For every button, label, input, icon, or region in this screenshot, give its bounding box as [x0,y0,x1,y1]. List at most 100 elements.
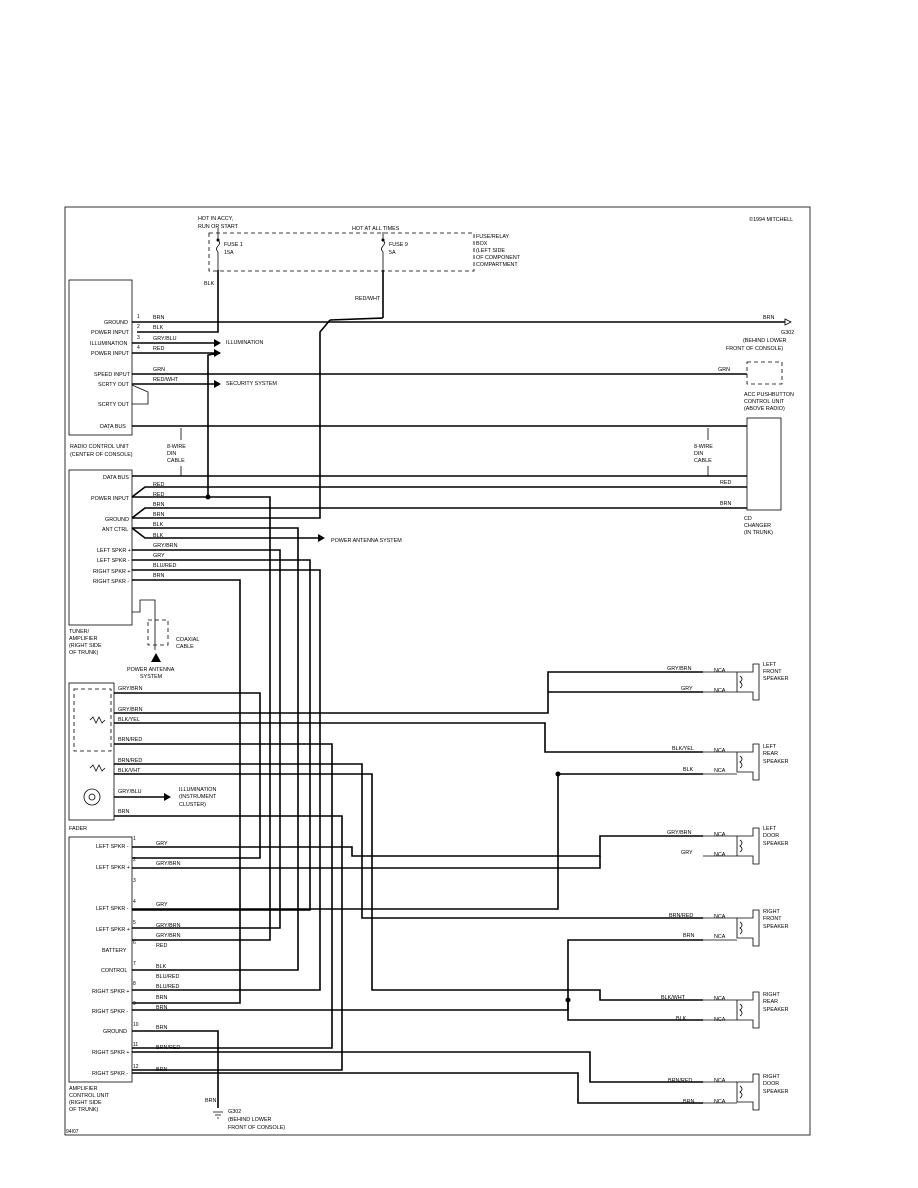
svg-text:RIGHT: RIGHT [763,909,780,915]
svg-text:GROUND: GROUND [104,320,128,326]
svg-text:BLK: BLK [204,281,215,287]
svg-text:AMPLIFIER: AMPLIFIER [69,1086,98,1092]
speaker-left-rear: LEFT REAR SPEAKER BLK/YEL BLK NCA NCA [672,743,789,781]
svg-text:BRN: BRN [153,512,164,518]
svg-text:ACC PUSHBUTTON: ACC PUSHBUTTON [744,392,794,398]
svg-text:3: 3 [137,335,140,341]
svg-text:BRN: BRN [683,933,694,939]
svg-text:RED: RED [720,480,731,486]
svg-text:BRN: BRN [153,315,164,321]
svg-text:GRY: GRY [681,686,693,692]
svg-text:RIGHT SPKR +: RIGHT SPKR + [92,989,130,995]
svg-text:11: 11 [133,1042,138,1048]
svg-text:3: 3 [133,878,136,884]
svg-text:NCA: NCA [714,934,726,940]
svg-text:8-WIRE: 8-WIRE [694,444,713,450]
svg-text:BLU/RED: BLU/RED [156,984,179,990]
svg-text:7: 7 [133,961,136,967]
svg-text:CONTROL UNIT: CONTROL UNIT [69,1093,110,1099]
svg-text:BLU/RED: BLU/RED [153,563,176,569]
svg-text:POWER INPUT: POWER INPUT [91,330,130,336]
svg-text:COAXIAL: COAXIAL [176,637,199,643]
svg-text:BLU/RED: BLU/RED [156,974,179,980]
svg-text:OF TRUNK): OF TRUNK) [69,650,98,656]
svg-text:NCA: NCA [714,748,726,754]
svg-text:CONTROL: CONTROL [101,968,127,974]
svg-text:(BEHIND LOWER: (BEHIND LOWER [743,338,787,344]
svg-text:DIN: DIN [694,451,703,457]
svg-text:LEFT: LEFT [763,662,777,668]
svg-text:BRN: BRN [205,1098,216,1104]
svg-text:BLK/WHT: BLK/WHT [661,995,686,1001]
svg-text:G302: G302 [228,1109,241,1115]
svg-text:SPEAKER: SPEAKER [763,1089,789,1095]
svg-text:GRY/BRN: GRY/BRN [118,707,143,713]
svg-text:BLK: BLK [156,964,167,970]
svg-text:FADER: FADER [69,826,87,832]
svg-text:NCA: NCA [714,1099,726,1105]
copyright-label: ©1994 MITCHELL [749,216,793,223]
svg-text:(ABOVE RADIO): (ABOVE RADIO) [744,406,785,412]
svg-text:POWER ANTENNA: POWER ANTENNA [127,667,175,673]
svg-text:SPEED INPUT: SPEED INPUT [94,372,131,378]
svg-text:BRN/RED: BRN/RED [118,758,142,764]
svg-text:RIGHT SPKR +: RIGHT SPKR + [93,569,131,575]
svg-text:4: 4 [137,345,140,351]
svg-text:SECURITY SYSTEM: SECURITY SYSTEM [226,381,277,387]
svg-text:(IN TRUNK): (IN TRUNK) [744,530,773,536]
svg-text:(RIGHT SIDE: (RIGHT SIDE [69,643,102,649]
svg-text:NCA: NCA [714,668,726,674]
svg-text:GRY/BLU: GRY/BLU [153,336,177,342]
svg-text:(LEFT SIDE: (LEFT SIDE [476,248,505,254]
svg-text:DOOR: DOOR [763,833,779,839]
svg-text:SPEAKER: SPEAKER [763,676,789,682]
svg-text:5: 5 [133,920,136,926]
svg-text:BLK: BLK [676,1016,687,1022]
cd-changer [746,417,782,511]
svg-text:GRY/BRN: GRY/BRN [156,933,181,939]
svg-text:BLK: BLK [153,522,164,528]
svg-text:BRN/RED: BRN/RED [668,1078,692,1084]
svg-text:(CENTER OF CONSOLE): (CENTER OF CONSOLE) [70,452,133,458]
svg-text:GRY/BRN: GRY/BRN [118,686,143,692]
acc-pushbutton-control-unit [746,361,783,385]
svg-text:GRN: GRN [718,367,730,373]
svg-text:BLK/VHT: BLK/VHT [118,768,141,774]
svg-text:BLK/YEL: BLK/YEL [118,717,140,723]
svg-text:CHANGER: CHANGER [744,523,771,529]
svg-text:RED/WHT: RED/WHT [153,377,179,383]
svg-text:AMPLIFIER: AMPLIFIER [69,636,98,642]
svg-text:GROUND: GROUND [105,517,129,523]
svg-text:NCA: NCA [714,768,726,774]
svg-text:FUSE 9: FUSE 9 [389,242,408,248]
svg-text:GRY: GRY [156,902,168,908]
svg-text:(BEHIND LOWER: (BEHIND LOWER [228,1117,272,1123]
svg-text:15A: 15A [224,250,234,256]
svg-text:SPEAKER: SPEAKER [763,841,789,847]
svg-text:10: 10 [133,1022,139,1028]
svg-text:1: 1 [133,836,136,842]
svg-text:CABLE: CABLE [167,458,185,464]
svg-text:LEFT SPKR +: LEFT SPKR + [96,927,130,933]
svg-text:BOX: BOX [476,241,488,247]
svg-text:ILLUMINATION: ILLUMINATION [226,340,263,346]
svg-text:LEFT SPKR -: LEFT SPKR - [97,558,130,564]
svg-text:RED: RED [153,492,164,498]
svg-text:BRN: BRN [118,809,129,815]
svg-text:NCA: NCA [714,852,726,858]
svg-text:8-WIRE: 8-WIRE [167,444,186,450]
svg-text:DATA BUS: DATA BUS [103,475,129,481]
svg-text:OF COMPONENT: OF COMPONENT [476,255,521,261]
svg-text:GRY: GRY [681,850,693,856]
svg-text:BLK: BLK [153,533,164,539]
speaker-right-front: RIGHT FRONT SPEAKER BRN/RED BRN NCA NCA [669,909,789,947]
svg-text:POWER INPUT: POWER INPUT [91,351,130,357]
svg-text:GRY: GRY [156,841,168,847]
svg-text:BLK: BLK [683,767,694,773]
svg-text:SPEAKER: SPEAKER [763,1007,789,1013]
svg-text:POWER INPUT: POWER INPUT [91,496,130,502]
svg-text:NCA: NCA [714,996,726,1002]
svg-text:ILLUMINATION: ILLUMINATION [90,341,127,347]
svg-text:BLK: BLK [153,325,164,331]
svg-text:LEFT SPKR +: LEFT SPKR + [96,865,130,871]
